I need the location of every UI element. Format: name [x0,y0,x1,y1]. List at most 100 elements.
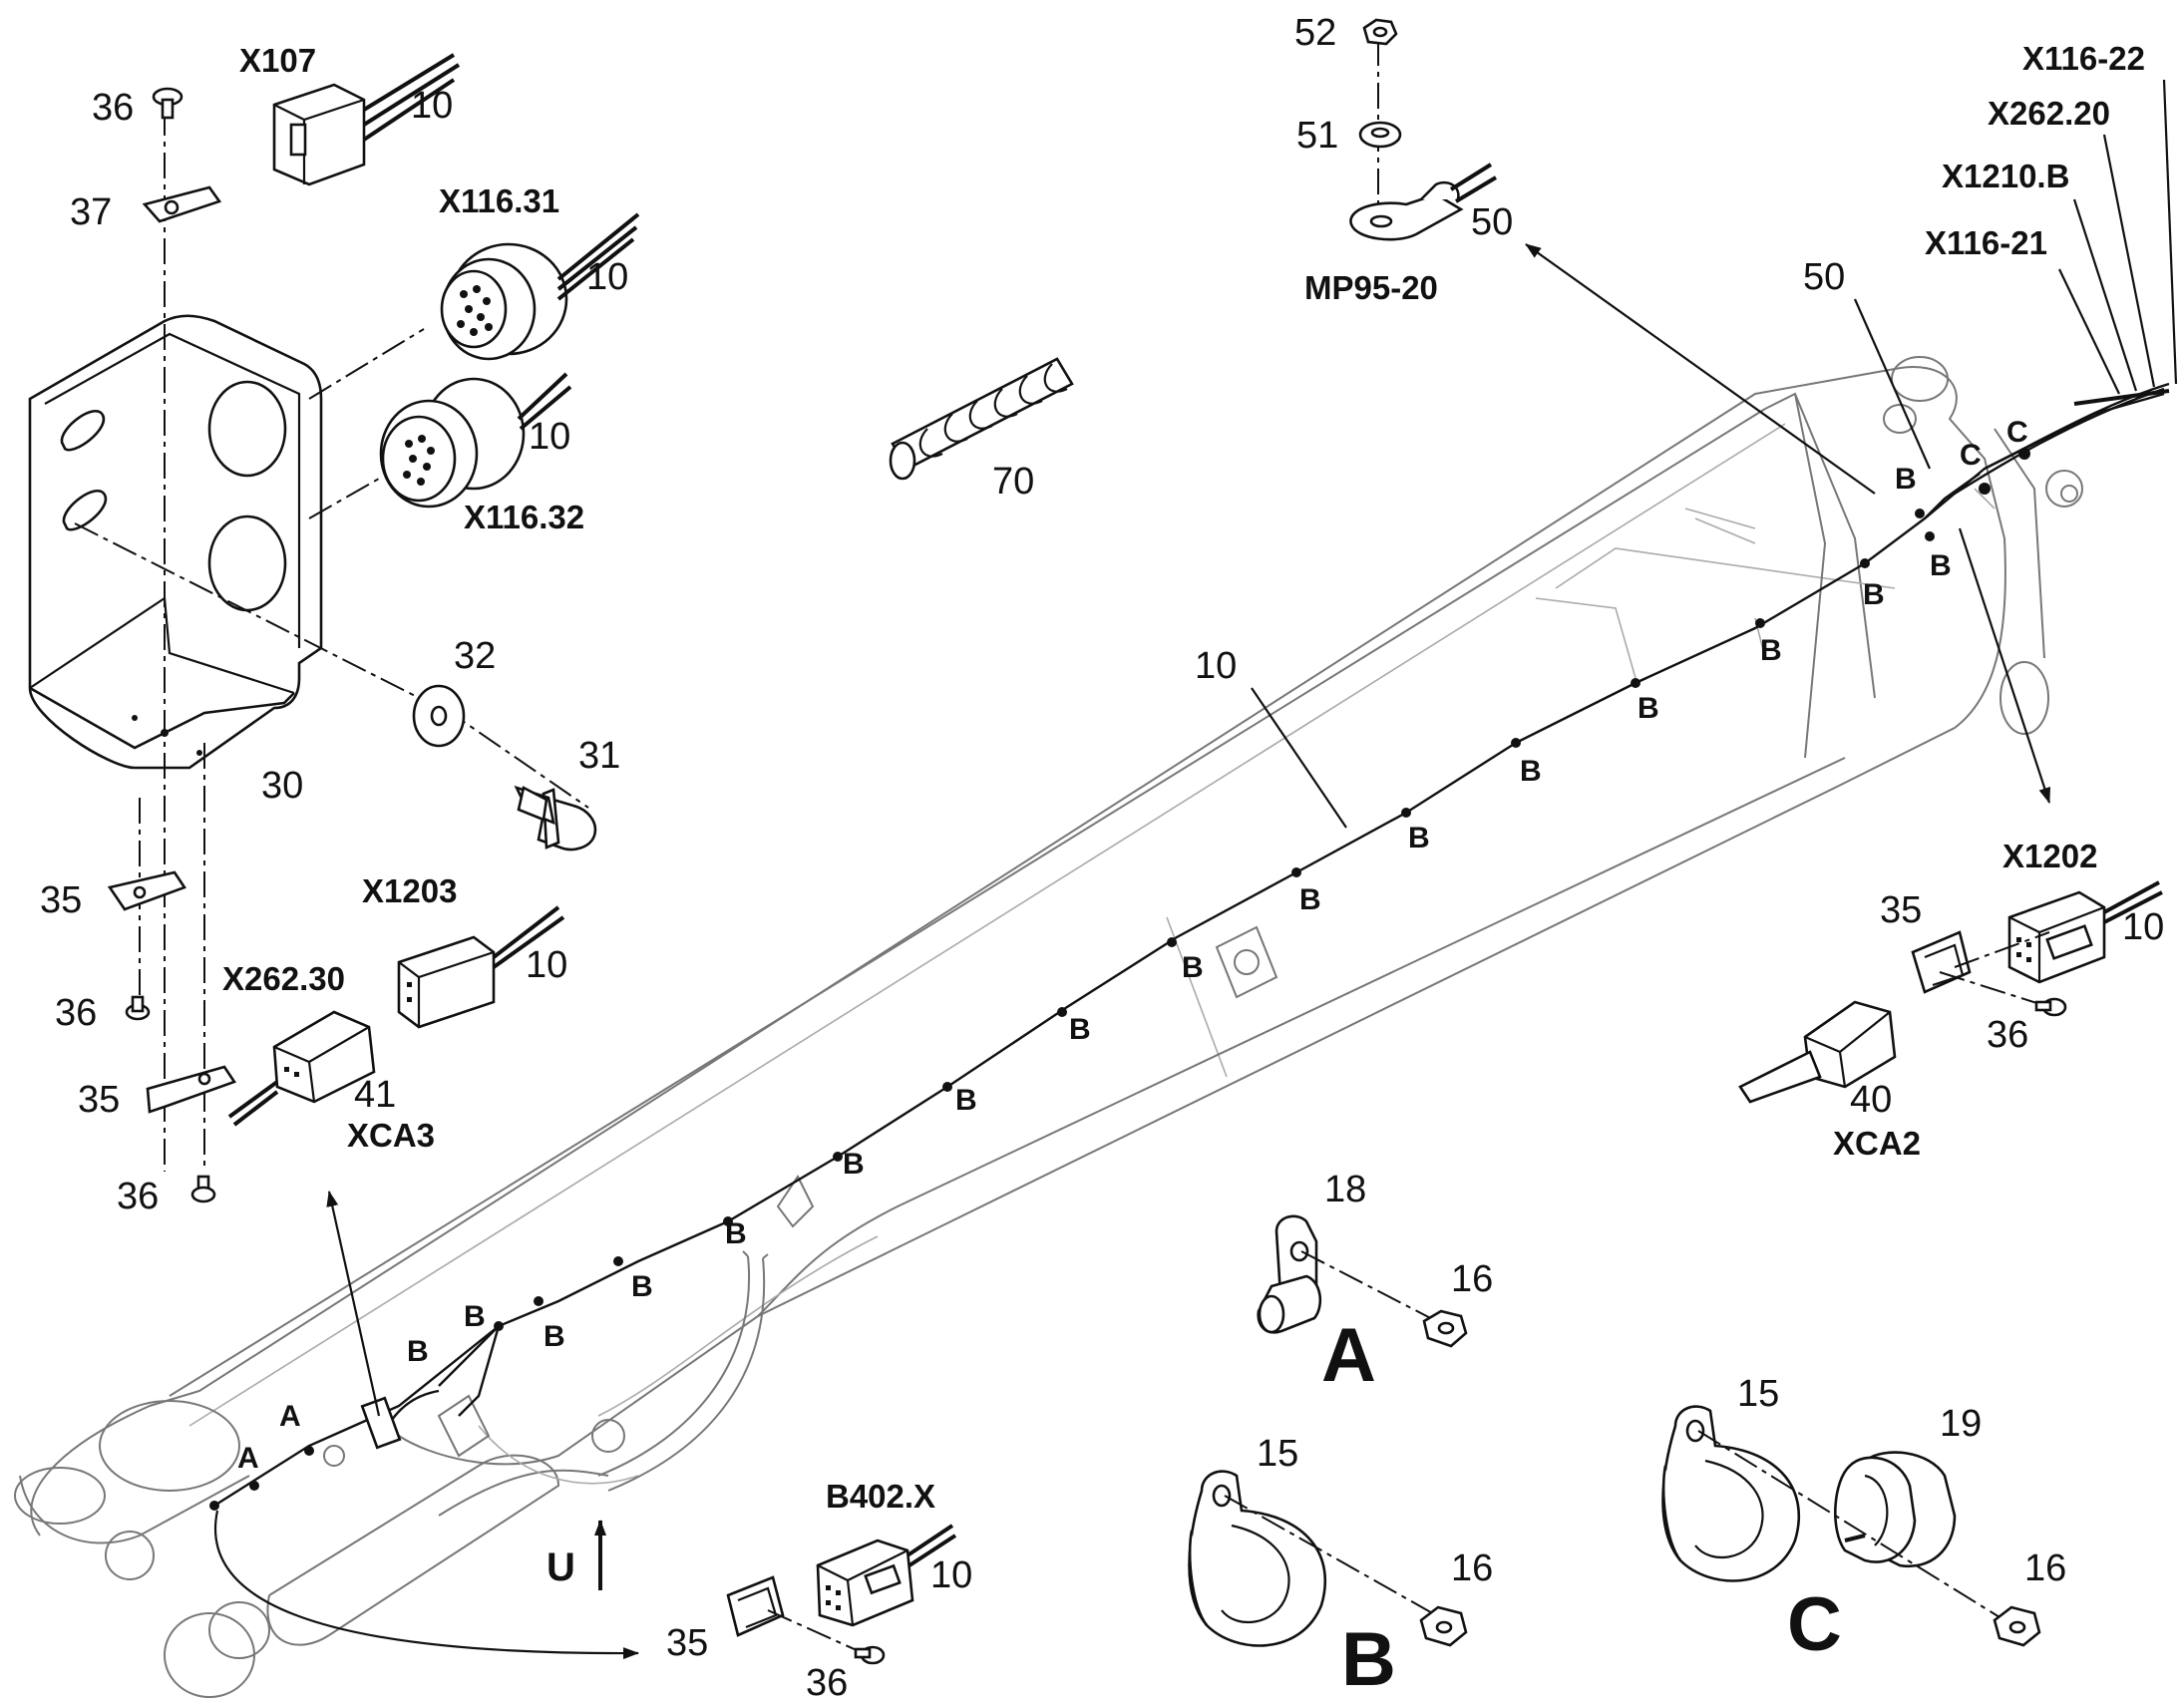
arrow-to-x1202 [1958,527,2051,804]
label-16: 16 [1451,1547,1493,1589]
label-x116-22: X116-22 [2022,40,2145,77]
label-50: 50 [1471,201,1513,243]
clip-label-b: B [1182,951,1204,984]
clip-label-b: B [843,1148,865,1181]
clip-label-b: B [1863,578,1885,611]
clip-label-b: B [1408,822,1430,854]
bracket-30 [28,314,323,770]
label-x262-30: X262.30 [222,960,345,997]
label-10: 10 [930,1554,972,1596]
label-35: 35 [666,1622,708,1664]
screw-36-top [152,87,183,120]
clip-35-b [146,1065,237,1114]
connector-xca2 [1738,1000,1897,1104]
label-10: 10 [586,256,628,298]
washer-51 [1358,121,1402,149]
connector-x107 [272,53,461,186]
centerline-x116-32 [308,478,380,519]
detail-letter-a: A [1321,1313,1376,1398]
clip-35-bottom [726,1575,785,1637]
clip-label-c: C [1960,439,1982,472]
nut-16-c [1993,1605,2041,1647]
label-70: 70 [992,461,1034,503]
label-mp95-20: MP95-20 [1304,269,1438,306]
clip-37 [142,185,222,223]
label-36: 36 [1987,1014,2028,1056]
connector-x1203 [397,905,565,1029]
label-x1202: X1202 [2002,838,2097,874]
leader-x262-20 [2102,134,2156,388]
label-18: 18 [1324,1169,1366,1210]
label-36: 36 [55,992,97,1034]
label-15: 15 [1737,1373,1779,1415]
label-30: 30 [261,765,303,807]
centerline-x1202 [1954,931,2050,968]
label-x116-32: X116.32 [464,499,584,535]
connector-x116-32 [379,372,572,509]
clip-label-b: B [1520,755,1542,788]
clip-label-c: C [2006,416,2028,449]
centerline-detail-b [1224,1495,1437,1616]
connector-x1202 [2007,880,2163,984]
label-19: 19 [1940,1403,1982,1445]
label-36: 36 [117,1176,159,1217]
cable-lug-mp95 [1349,163,1498,241]
centerline-bolt-2 [443,707,589,809]
nut-52 [1362,18,1398,46]
screw-36-right [2034,997,2067,1017]
label-x116-21: X116-21 [1925,224,2047,261]
clip-label-a: A [237,1442,259,1475]
clip-label-b: B [955,1084,977,1117]
centerline-detail-a [1300,1250,1447,1327]
label-x107: X107 [239,42,316,79]
label-31: 31 [578,735,620,777]
centerline-detail-c [1697,1430,2005,1621]
washer-32 [412,684,466,748]
label-36: 36 [806,1662,848,1704]
label-35: 35 [78,1079,120,1121]
label-15: 15 [1257,1433,1298,1475]
label-41: 41 [354,1074,396,1116]
clip-label-b: B [1760,634,1782,667]
label-35: 35 [40,879,82,921]
leader-50 [1853,298,1932,470]
label-x1210-b: X1210.B [1942,158,2069,194]
label-10: 10 [529,416,570,458]
clip-label-b: B [1069,1013,1091,1046]
centerline-bolt [74,522,440,709]
detail-letter-c: C [1787,1582,1842,1667]
nut-16-a [1422,1309,1468,1348]
detail-a-clamp [1257,1214,1322,1334]
clip-label-b: B [725,1217,747,1250]
screw-36-b [190,1175,216,1203]
label-16: 16 [1451,1258,1493,1300]
label-10: 10 [526,944,567,986]
arrow-to-xca3 [326,1191,381,1417]
label-x262-20: X262.20 [1988,95,2110,132]
label-xca2: XCA2 [1833,1125,1921,1162]
label-x1203: X1203 [362,872,457,909]
label-40: 40 [1850,1079,1892,1121]
clip-35-right [1911,930,1972,994]
clip-label-b: B [631,1270,653,1303]
screw-36-a [125,995,151,1021]
clip-35-a [107,870,186,911]
connector-x262-30 [227,1010,376,1127]
label-x116-31: X116.31 [439,182,559,219]
clip-label-b: B [544,1320,565,1353]
label-10: 10 [411,85,453,127]
main-harness [209,382,2170,1511]
clip-label-b: B [407,1335,429,1368]
label-10: 10 [2122,906,2164,948]
bolt-31 [514,785,597,852]
centerline-x116-31 [308,328,425,400]
spiral-sleeve-70 [889,357,1074,481]
clip-label-a: A [279,1400,301,1433]
leader-harness [1251,687,1347,829]
screw-36-bottom [854,1645,886,1665]
arrow-to-mp95 [1525,243,1876,495]
clip-label-b: B [1299,883,1321,916]
grommet-19 [1834,1451,1957,1568]
